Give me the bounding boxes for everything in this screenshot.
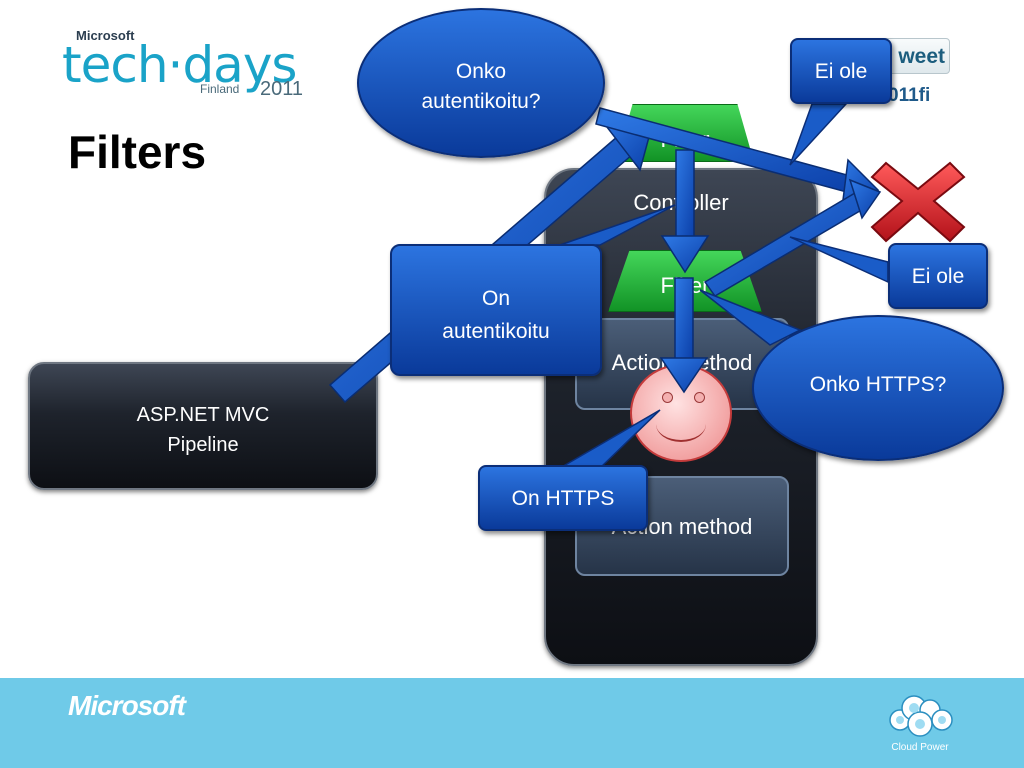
arrow-filter-down xyxy=(675,149,695,239)
callout-onko-https: Onko HTTPS? xyxy=(752,315,1004,461)
tail-on-https xyxy=(557,409,661,469)
logo-country: Finland xyxy=(200,82,240,96)
callout-on-autentikoitu: On autentikoitu xyxy=(390,244,602,376)
techdays-logo: Microsoft tech·days Finland 2011 xyxy=(62,28,312,108)
callout-onko-autentikoitu: Onko autentikoitu? xyxy=(357,8,605,158)
callout-ei-ole-top: Ei ole xyxy=(790,38,892,104)
pipeline-line2: Pipeline xyxy=(167,434,239,456)
tail-ei-ole-right xyxy=(789,236,889,284)
pipeline-line1: ASP.NET MVC xyxy=(136,404,270,426)
callout-on-line2: autentikoitu xyxy=(442,320,550,343)
face-left-eye xyxy=(662,392,673,403)
arrow-filter2-down xyxy=(674,277,694,361)
pipeline-box: ASP.NET MVC Pipeline xyxy=(28,362,378,490)
tail-on-autentikoitu xyxy=(559,204,676,246)
logo-brand: Microsoft xyxy=(76,28,135,43)
footer-bar xyxy=(0,678,1024,768)
tail-ei-ole-top xyxy=(789,103,848,166)
cloud-power-label: Cloud Power xyxy=(891,742,949,753)
face-mouth xyxy=(656,406,706,442)
callout-on-line1: On xyxy=(481,287,510,310)
arrow-filter2-to-x xyxy=(703,188,872,297)
callout-ei-ole-right: Ei ole xyxy=(888,243,988,309)
logo-event: tech·days xyxy=(62,36,297,94)
red-x-icon xyxy=(870,161,966,243)
cloud-power-icon xyxy=(889,695,953,737)
tail-onko-https xyxy=(699,289,802,346)
callout-on-https: On HTTPS xyxy=(478,465,648,531)
face-right-eye xyxy=(694,392,705,403)
callout-onko-line1: Onko xyxy=(455,60,507,83)
microsoft-logo: Microsoft xyxy=(68,690,186,721)
logo-year: 2011 xyxy=(260,78,304,100)
slide-title: Filters xyxy=(68,126,207,178)
hashtag-text: 011fi xyxy=(888,85,931,106)
callout-onko-line2: autentikoitu? xyxy=(421,90,541,113)
